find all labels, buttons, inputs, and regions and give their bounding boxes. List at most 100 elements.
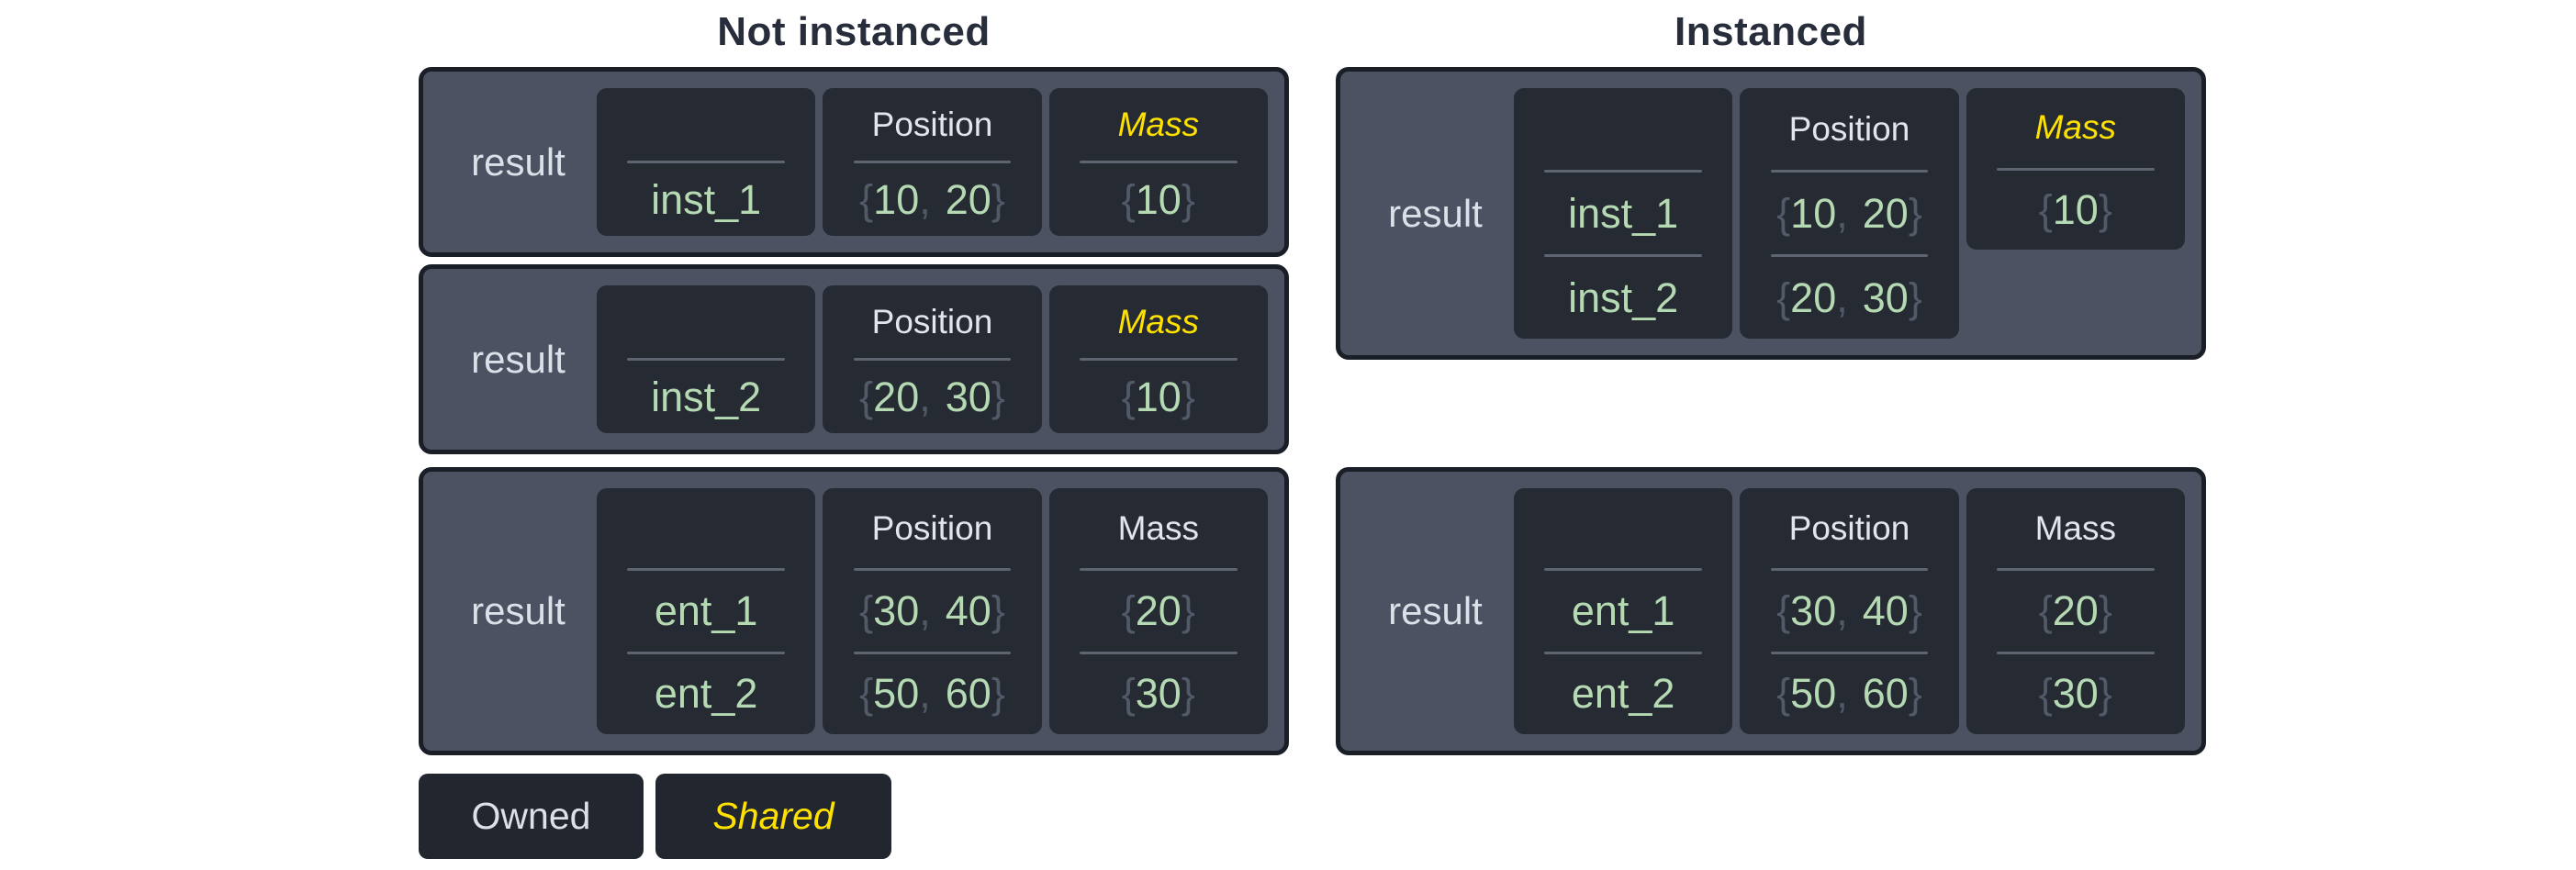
result-label: result xyxy=(471,139,566,184)
position-header: Position xyxy=(871,105,993,143)
divider xyxy=(853,651,1012,654)
brace-open: { xyxy=(859,586,874,634)
result-label: result xyxy=(1388,191,1483,235)
brace-close: } xyxy=(991,586,1005,634)
divider xyxy=(1544,651,1702,654)
entity-name-cell: ent_2 xyxy=(1572,654,1675,734)
mass-value-cell: {10} xyxy=(2039,171,2112,251)
divider xyxy=(1544,170,1702,173)
entity-card: ent_1 ent_2 xyxy=(597,488,816,734)
comma: , xyxy=(1836,670,1848,718)
entity-name: ent_1 xyxy=(1571,586,1675,634)
entity-name-cell: inst_2 xyxy=(651,361,761,433)
instanced-column: Instanced result inst_1 inst_2 Position … xyxy=(1336,0,2206,870)
entity-name-cell: inst_2 xyxy=(1568,257,1678,339)
divider xyxy=(1080,358,1238,361)
position-x: 50 xyxy=(873,670,920,718)
entity-card: ent_1 ent_2 xyxy=(1514,488,1733,734)
divider xyxy=(1997,651,2155,654)
position-x: 10 xyxy=(1790,189,1837,237)
brace-close: } xyxy=(2098,586,2112,634)
brace-close: } xyxy=(991,670,1005,718)
mass-value: 30 xyxy=(1135,670,1182,718)
mass-value: 20 xyxy=(2052,586,2099,634)
divider xyxy=(1080,568,1238,572)
query-result-table-entities: result ent_1 ent_2 Position {30,40} {50,… xyxy=(1336,467,2206,755)
divider xyxy=(853,358,1012,361)
position-y: 60 xyxy=(945,670,991,718)
brace-open: { xyxy=(2038,586,2053,634)
brace-open: { xyxy=(1121,670,1136,718)
divider xyxy=(1544,254,1702,257)
comma: , xyxy=(919,175,931,223)
brace-close: } xyxy=(1181,586,1195,634)
position-header: Position xyxy=(871,508,993,547)
mass-value: 20 xyxy=(1135,586,1182,634)
query-result-table-entities: result ent_1 ent_2 Position {30,40} {50,… xyxy=(419,467,1289,755)
position-header: Position xyxy=(1788,508,1910,547)
mass-card-shared: Mass {10} xyxy=(1048,88,1268,236)
mass-value: 10 xyxy=(1135,373,1182,420)
brace-close: } xyxy=(1181,175,1195,223)
not-instanced-column: Not instanced result inst_1 Position {10… xyxy=(419,0,1289,870)
brace-close: } xyxy=(1908,189,1922,237)
position-card: Position {30,40} {50,60} xyxy=(1740,488,1959,734)
brace-open: { xyxy=(859,175,874,223)
position-header: Position xyxy=(871,302,993,340)
position-x: 20 xyxy=(1790,273,1837,321)
mass-header-shared: Mass xyxy=(2034,108,2117,147)
comma: , xyxy=(1836,189,1848,237)
entity-name-cell: ent_2 xyxy=(655,654,758,734)
entity-name: inst_2 xyxy=(1568,273,1679,321)
result-label: result xyxy=(471,337,566,381)
position-x: 30 xyxy=(1790,586,1837,634)
position-y: 60 xyxy=(1862,670,1909,718)
divider xyxy=(1997,167,2155,171)
query-result-table-inst2: result inst_2 Position {20,30} Mass {10} xyxy=(419,264,1289,454)
position-y: 40 xyxy=(1862,586,1909,634)
comma: , xyxy=(919,586,931,634)
divider xyxy=(627,568,785,572)
brace-open: { xyxy=(1776,670,1791,718)
divider xyxy=(1080,651,1238,654)
divider xyxy=(1770,170,1929,173)
mass-card-shared-single: Mass {10} xyxy=(1966,88,2185,250)
brace-close: } xyxy=(1181,670,1195,718)
position-y: 30 xyxy=(1862,273,1909,321)
position-value-cell: {30,40} xyxy=(1776,571,1922,651)
mass-header: Mass xyxy=(1117,508,1200,547)
entity-name: ent_2 xyxy=(1571,670,1675,718)
position-x: 30 xyxy=(873,586,920,634)
divider xyxy=(627,161,785,163)
entity-card: inst_1 xyxy=(597,88,816,236)
mass-value: 10 xyxy=(2052,185,2099,233)
entity-name: ent_2 xyxy=(654,670,758,718)
comma: , xyxy=(1836,273,1848,321)
query-result-table-instanced: result inst_1 inst_2 Position {10,20} {2… xyxy=(1336,67,2206,360)
mass-value-cell: {20} xyxy=(1122,571,1195,651)
position-x: 20 xyxy=(873,373,920,420)
component-cards: inst_1 Position {10,20} Mass {10} xyxy=(597,88,1268,236)
mass-header-shared: Mass xyxy=(1117,105,1200,143)
legend-shared-chip: Shared xyxy=(655,774,891,859)
mass-header-shared: Mass xyxy=(1117,302,1200,340)
result-label: result xyxy=(471,589,566,632)
comma: , xyxy=(1836,586,1848,634)
entity-name-cell: ent_1 xyxy=(1572,571,1675,651)
divider xyxy=(1770,254,1929,257)
divider xyxy=(1080,161,1238,163)
position-y: 30 xyxy=(945,373,991,420)
divider xyxy=(627,358,785,361)
instanced-title: Instanced xyxy=(1674,9,1867,54)
entity-card: inst_1 inst_2 xyxy=(1514,88,1733,339)
entity-name: ent_1 xyxy=(654,586,758,634)
brace-open: { xyxy=(1121,373,1136,420)
divider xyxy=(1770,651,1929,654)
mass-value: 30 xyxy=(2052,670,2099,718)
entity-name-cell: ent_1 xyxy=(655,571,758,651)
brace-close: } xyxy=(1908,586,1922,634)
position-header: Position xyxy=(1788,109,1910,148)
position-y: 40 xyxy=(945,586,991,634)
mass-card-owned: Mass {20} {30} xyxy=(1048,488,1268,734)
